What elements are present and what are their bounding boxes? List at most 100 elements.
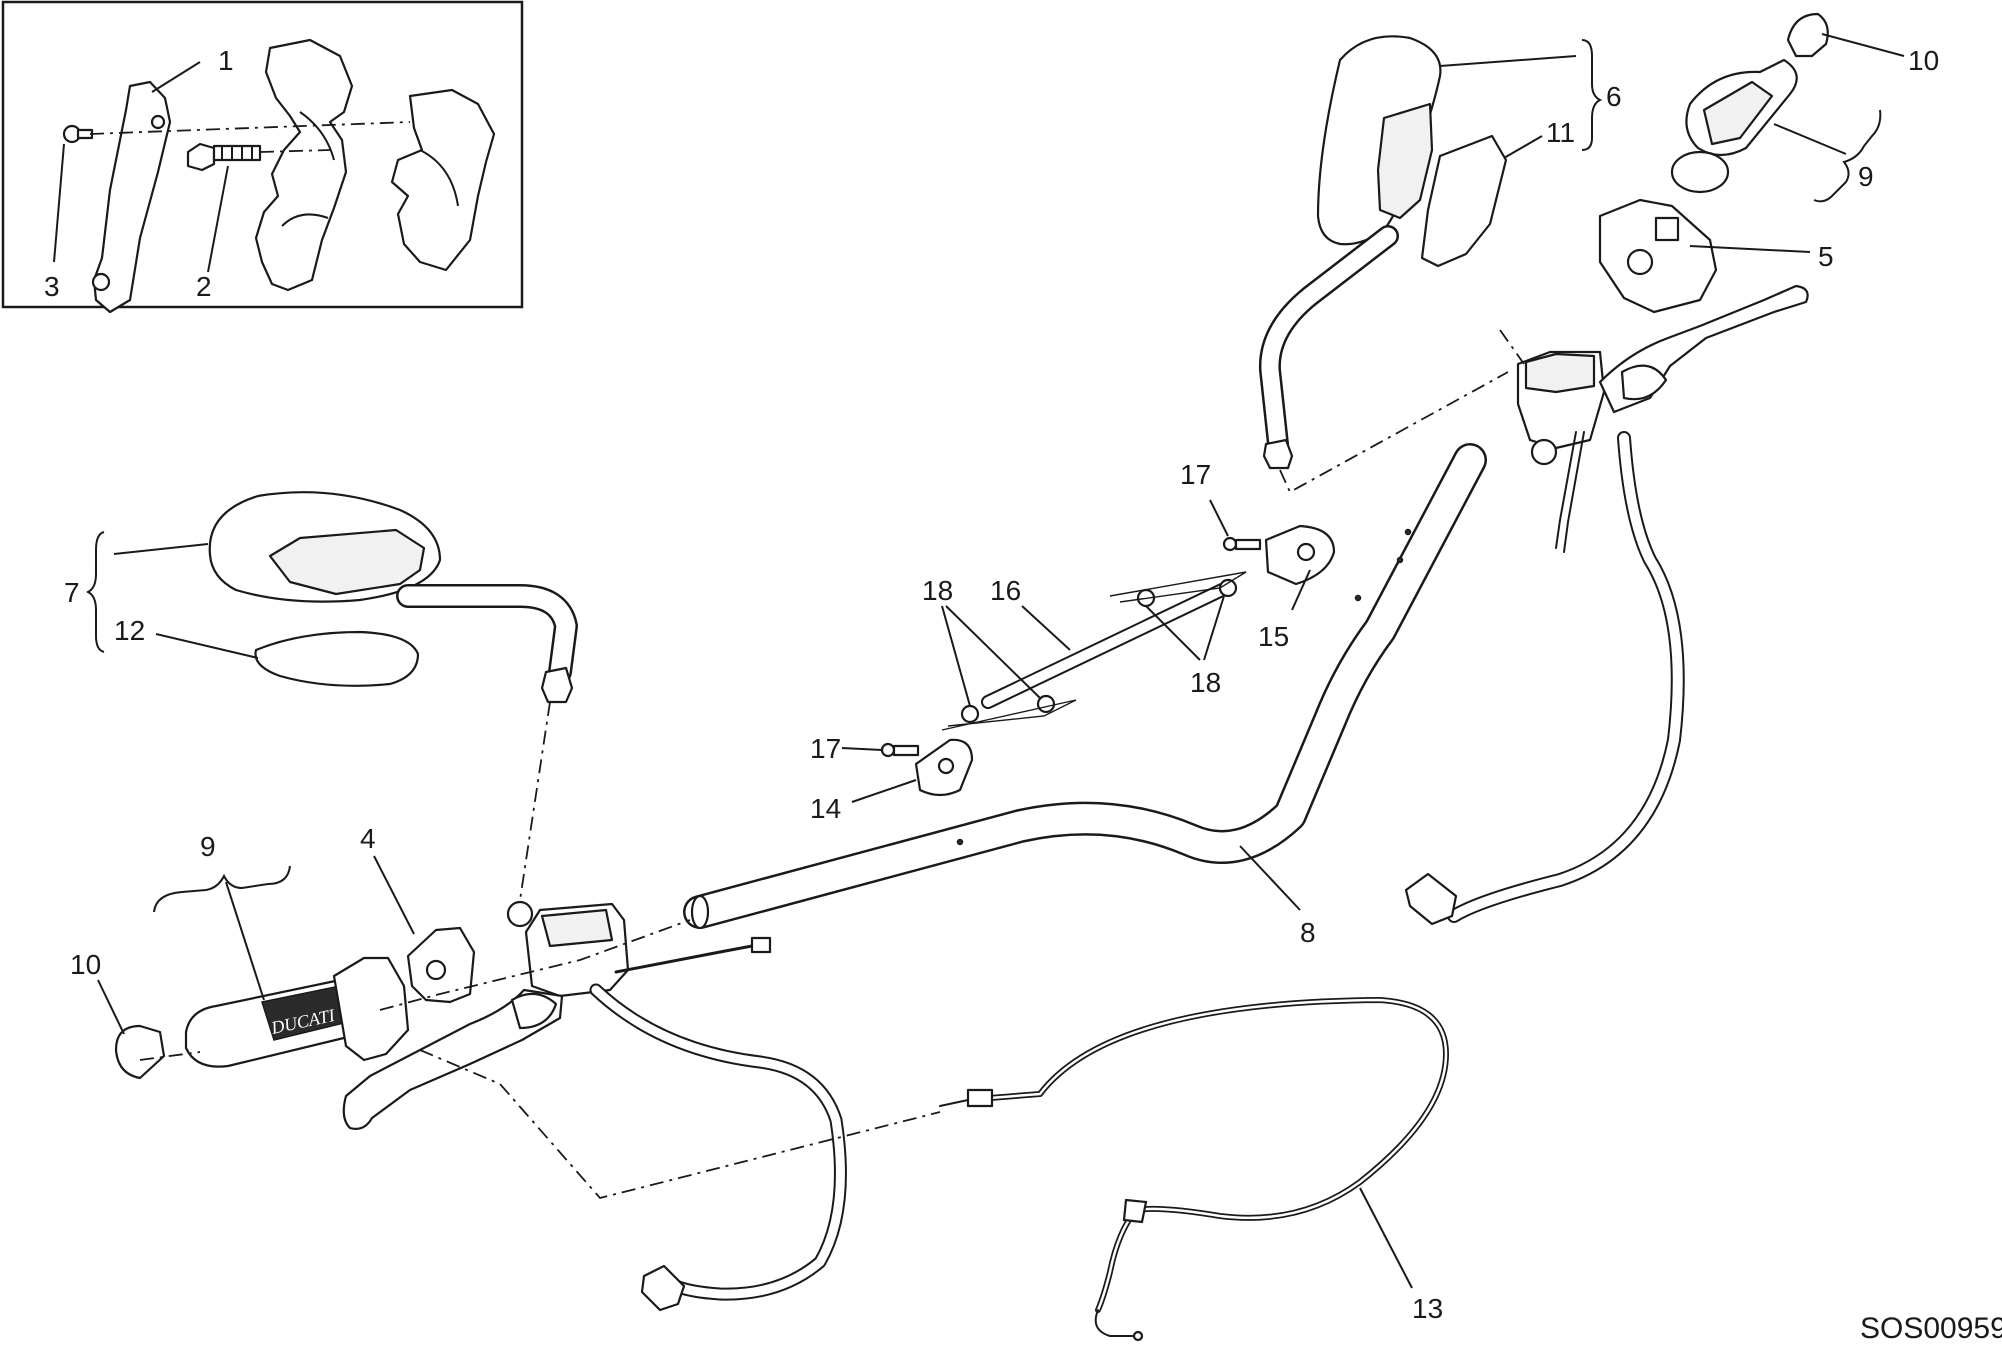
axis-right-upper — [1499, 329, 1525, 365]
right-mirror-stem-outline — [1258, 225, 1399, 455]
callout-17-lower: 17 — [810, 733, 841, 764]
left-harness-connector — [640, 1264, 686, 1312]
inset-bracket — [92, 80, 172, 314]
washer-18-a — [960, 704, 980, 724]
throttle-cable-line-inner — [988, 998, 1448, 1312]
inset-bracket-hole-bottom — [91, 272, 111, 292]
right-mirror — [1258, 35, 1508, 470]
callout-10-right: 10 — [1908, 45, 1939, 76]
left-harness — [591, 985, 845, 1299]
leader-18-left-a — [941, 605, 971, 707]
inset-clamp-body-saddle — [299, 111, 335, 161]
right-switch-tab — [1654, 216, 1680, 242]
callout-18-left: 18 — [922, 575, 953, 606]
callout-5: 5 — [1818, 241, 1834, 272]
axis-left-mirror — [519, 701, 551, 901]
left-master-cylinder-cap — [506, 900, 534, 928]
callout-14: 14 — [810, 793, 841, 824]
handlebar-mark-a — [956, 838, 964, 846]
screw-17-upper — [1222, 536, 1262, 552]
screw-17-lower — [880, 742, 920, 758]
leader-12 — [155, 633, 259, 659]
callout-9-left: 9 — [200, 831, 216, 862]
leader-4 — [373, 855, 415, 935]
drawing-code: SOS00959 — [1860, 1312, 2002, 1345]
throttle-cable-stub — [614, 944, 754, 974]
leader-3 — [53, 143, 65, 263]
callout-3: 3 — [44, 271, 60, 302]
inset-clamp-cap — [390, 88, 496, 272]
leader-18-right-a — [1145, 605, 1201, 661]
callout-10-left: 10 — [70, 949, 101, 980]
leader-9-left — [225, 881, 265, 1001]
left-clutch-lever — [342, 988, 564, 1130]
brace-9-left — [153, 865, 291, 913]
throttle-cable-end-nipple — [1132, 1330, 1144, 1342]
callout-1: 1 — [218, 45, 234, 76]
axis-right-mirror — [1279, 371, 1509, 494]
callout-8: 8 — [1300, 917, 1316, 948]
callout-18-right: 18 — [1190, 667, 1221, 698]
leader-9-right — [1773, 123, 1847, 155]
right-controls — [1404, 12, 1829, 926]
leader-13 — [1359, 1187, 1413, 1289]
guide-upper — [1109, 571, 1247, 603]
left-reservoir — [540, 908, 614, 948]
left-controls: DUCATI — [114, 900, 847, 1312]
inset-bracket-hole-top — [150, 114, 166, 130]
right-grip-ring — [1670, 150, 1730, 194]
right-switch-button — [1626, 248, 1654, 276]
leader-7 — [113, 543, 209, 555]
left-mirror — [208, 491, 578, 704]
right-mirror-housing — [1376, 102, 1434, 220]
leader-5 — [1689, 245, 1811, 253]
right-master-cylinder-cap — [1530, 438, 1558, 466]
left-mirror-nut — [540, 666, 574, 704]
callout-16: 16 — [990, 575, 1021, 606]
right-mirror-nut — [1262, 438, 1294, 470]
right-grip-rubber — [1702, 80, 1774, 146]
callout-11: 11 — [1546, 117, 1575, 148]
brace-6 — [1581, 39, 1603, 151]
left-mirror-stem — [398, 586, 576, 682]
inset-axis-lower — [259, 149, 331, 153]
right-harness — [1449, 433, 1683, 921]
handlebar — [683, 443, 1487, 930]
bracket-15-hole — [1296, 542, 1316, 562]
throttle-cable-adjuster — [966, 1088, 994, 1108]
throttle-cable-line — [987, 997, 1449, 1313]
callout-17-upper: 17 — [1180, 459, 1211, 490]
washer-18-b — [1036, 694, 1056, 714]
callout-9-right: 9 — [1858, 161, 1874, 192]
axis-left-lever — [419, 1049, 941, 1200]
callouts: 4 9 10 7 12 6 11 10 9 5 17 — [64, 33, 2002, 1345]
left-bar-end — [114, 1024, 166, 1080]
callout-15: 15 — [1258, 621, 1289, 652]
leader-10-left — [97, 979, 125, 1035]
leader-18-right-b — [1203, 595, 1225, 661]
callout-12: 12 — [114, 615, 145, 646]
leader-17-lower — [841, 747, 883, 751]
bracket-14-hole — [937, 757, 955, 775]
left-throttle-housing — [332, 956, 410, 1062]
throttle-cable-end-wire — [1094, 1309, 1137, 1337]
leader-17-upper — [1209, 499, 1229, 537]
leader-15 — [1291, 569, 1311, 611]
guide-lower — [941, 699, 1077, 731]
handlebar-mark-b — [1354, 594, 1362, 602]
inset-clamp-cap-saddle — [419, 149, 459, 207]
throttle-cable — [939, 997, 1449, 1342]
handlebar-mark-c — [1396, 556, 1404, 564]
right-bar-end — [1786, 12, 1829, 58]
leader-1 — [151, 61, 201, 93]
brace-9-right — [1813, 109, 1882, 203]
leader-11 — [1503, 135, 1543, 159]
left-harness-outline — [589, 983, 847, 1301]
leader-18-left-b — [945, 605, 1041, 699]
callout-6: 6 — [1606, 81, 1622, 112]
left-switch-button — [425, 959, 447, 981]
throttle-cable-fitting — [1122, 1198, 1148, 1224]
leader-2 — [207, 165, 229, 273]
throttle-cable-stub-end — [750, 936, 772, 954]
